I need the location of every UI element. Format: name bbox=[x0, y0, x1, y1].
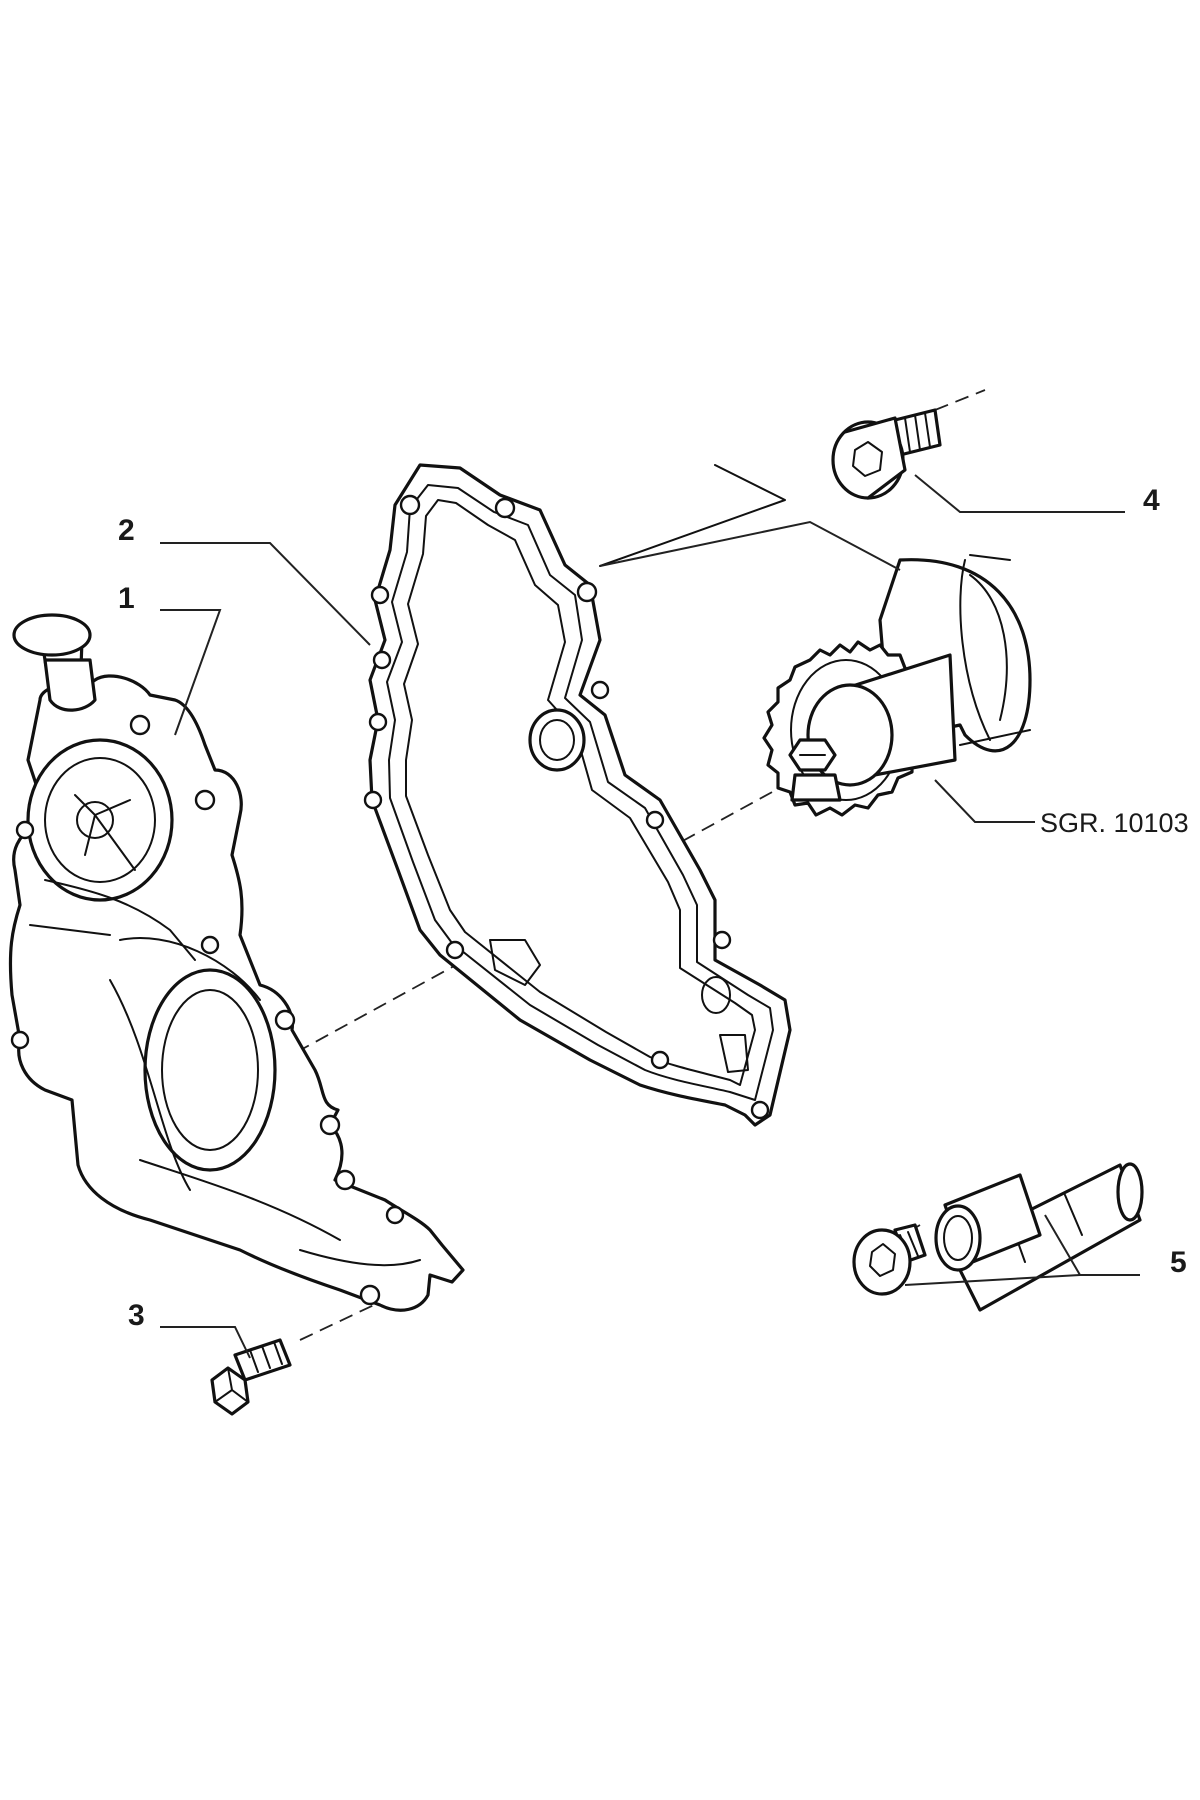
part-1-front-cover bbox=[8, 613, 465, 1312]
callout-2: 2 bbox=[118, 514, 135, 547]
reference-label: SGR. 10103 bbox=[1040, 808, 1189, 838]
callout-4: 4 bbox=[1143, 484, 1160, 517]
callout-1: 1 bbox=[118, 582, 135, 615]
part-5-tappet-and-plug bbox=[852, 1162, 1144, 1312]
part-2-gasket bbox=[363, 463, 792, 1127]
part-4-socket-bolt bbox=[831, 408, 942, 500]
part-3-hex-bolt bbox=[210, 1338, 292, 1416]
leader-lines bbox=[160, 464, 1140, 1359]
gear-camshaft-assembly bbox=[762, 554, 1032, 817]
callout-labels: 1 2 3 4 5 SGR. 10103 bbox=[118, 484, 1189, 1332]
callout-5: 5 bbox=[1170, 1246, 1187, 1279]
callout-3: 3 bbox=[128, 1299, 145, 1332]
